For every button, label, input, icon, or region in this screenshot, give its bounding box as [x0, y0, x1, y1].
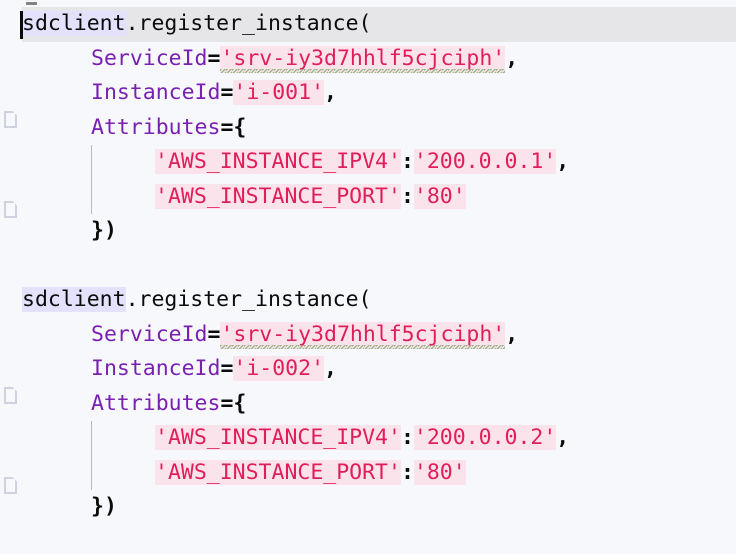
code-token: '200.0.0.1': [413, 149, 557, 174]
code-token: Attributes: [91, 114, 221, 140]
code-token: 'srv-iy3d7hhlf5cjciph': [220, 321, 506, 349]
code-line[interactable]: InstanceId='i-001',: [91, 76, 337, 111]
code-token: :: [400, 425, 414, 450]
code-line[interactable]: ServiceId='srv-iy3d7hhlf5cjciph',: [91, 42, 518, 77]
code-token: :: [400, 183, 414, 209]
code-line[interactable]: ServiceId='srv-iy3d7hhlf5cjciph',: [91, 318, 518, 353]
lightbulb-stripe: [25, 0, 38, 1]
code-token: }): [91, 218, 117, 243]
code-token: :: [400, 149, 414, 174]
indent-guide: [91, 145, 92, 214]
code-token: }): [91, 494, 117, 519]
fold-marker-2[interactable]: [4, 203, 17, 218]
code-token: ,: [324, 356, 337, 381]
code-token: 'AWS_INSTANCE_PORT': [155, 183, 401, 209]
code-token: {: [233, 390, 247, 416]
code-token: ,: [556, 425, 570, 450]
code-token: 'i-002': [233, 356, 325, 381]
code-line[interactable]: sdclient.register_instance(: [22, 283, 372, 318]
code-token: sdclient: [22, 11, 126, 36]
code-line[interactable]: }): [91, 490, 117, 525]
code-token: =: [220, 356, 234, 381]
indent-guide: [91, 421, 92, 490]
code-token: =: [207, 321, 221, 347]
code-token: 'AWS_INSTANCE_IPV4': [155, 149, 401, 174]
text-caret: [20, 11, 23, 39]
code-token: '200.0.0.2': [413, 425, 557, 450]
code-token: ,: [505, 45, 519, 71]
code-token: ServiceId: [91, 45, 208, 71]
code-token: =: [207, 45, 221, 71]
code-token: =: [220, 390, 234, 416]
code-line[interactable]: sdclient.register_instance(: [22, 7, 372, 42]
code-token: 'AWS_INSTANCE_PORT': [155, 459, 401, 485]
code-token: InstanceId: [91, 80, 221, 105]
code-line[interactable]: InstanceId='i-002',: [91, 352, 337, 387]
code-line[interactable]: 'AWS_INSTANCE_PORT':'80': [155, 180, 466, 215]
code-line[interactable]: Attributes={: [91, 111, 246, 146]
code-token: {: [233, 114, 247, 140]
code-line[interactable]: Attributes={: [91, 387, 246, 422]
code-line[interactable]: 'AWS_INSTANCE_IPV4':'200.0.0.1',: [155, 145, 569, 180]
editor-gutter[interactable]: [0, 0, 22, 554]
fold-marker-4[interactable]: [4, 479, 17, 494]
code-token: 'i-001': [233, 80, 325, 105]
lightbulb-icon[interactable]: [22, 0, 42, 7]
code-token: 'srv-iy3d7hhlf5cjciph': [220, 45, 506, 73]
code-line[interactable]: }): [91, 214, 117, 249]
code-token: ,: [556, 149, 570, 174]
code-token: =: [220, 80, 234, 105]
code-line[interactable]: 'AWS_INSTANCE_PORT':'80': [155, 456, 466, 491]
code-token: .register_instance(: [125, 11, 372, 36]
code-token: '80': [413, 459, 466, 485]
code-token: ServiceId: [91, 321, 208, 347]
code-token: :: [400, 459, 414, 485]
code-line[interactable]: 'AWS_INSTANCE_IPV4':'200.0.0.2',: [155, 421, 569, 456]
code-token: sdclient: [22, 287, 126, 312]
lightbulb-base: [26, 2, 37, 5]
code-token: Attributes: [91, 390, 221, 416]
code-token: 'AWS_INSTANCE_IPV4': [155, 425, 401, 450]
code-token: ,: [505, 321, 519, 347]
code-token: .register_instance(: [125, 287, 372, 312]
code-token: =: [220, 114, 234, 140]
code-token: InstanceId: [91, 356, 221, 381]
fold-marker-3[interactable]: [4, 389, 17, 404]
code-token: '80': [413, 183, 466, 209]
code-token: ,: [324, 80, 337, 105]
fold-marker-1[interactable]: [4, 113, 17, 128]
